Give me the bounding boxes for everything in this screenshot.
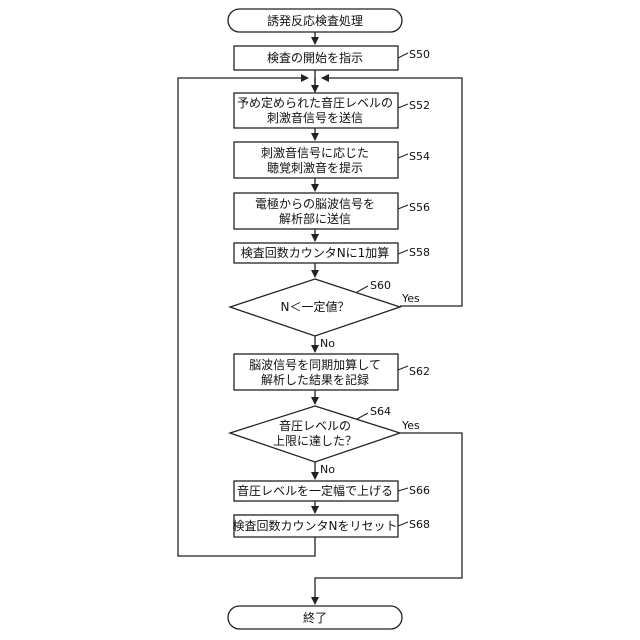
step-label-line2: 解析した結果を記録	[261, 372, 369, 387]
step-s62: 脳波信号を同期加算して 解析した結果を記録 S62	[234, 354, 430, 390]
start-terminator: 誘発反応検査処理	[228, 9, 402, 32]
end-terminator: 終了	[228, 606, 402, 629]
decision-yes-label: Yes	[401, 419, 420, 432]
step-leader	[398, 522, 408, 526]
step-leader	[398, 53, 408, 58]
step-leader	[398, 366, 408, 370]
decision-id: S60	[370, 279, 391, 292]
end-label: 終了	[303, 610, 327, 625]
decision-s60: N＜一定値？ S60 Yes No	[230, 279, 420, 350]
step-id: S52	[409, 99, 430, 112]
step-id: S58	[409, 246, 430, 259]
step-label-line2: 聴覚刺激音を提示	[267, 160, 363, 175]
step-id: S66	[409, 484, 430, 497]
step-id: S56	[409, 201, 430, 214]
step-s58: 検査回数カウンタNに1加算 S58	[234, 243, 430, 263]
step-label: 検査回数カウンタNに1加算	[241, 245, 390, 260]
step-label-line2: 刺激音信号を送信	[267, 110, 363, 125]
step-s54: 刺激音信号に応じた 聴覚刺激音を提示 S54	[234, 142, 430, 178]
step-s68: 検査回数カウンタNをリセット S68	[233, 515, 430, 537]
step-leader	[398, 154, 408, 158]
decision-no-label: No	[320, 337, 335, 350]
decision-s64: 音圧レベルの 上限に達した？ S64 Yes No	[230, 405, 420, 476]
step-label-line1: 電極からの脳波信号を	[255, 196, 375, 211]
decision-label: N＜一定値？	[281, 299, 350, 314]
step-label-line1: 予め定められた音圧レベルの	[237, 95, 393, 110]
step-leader	[398, 104, 408, 108]
decision-label-line2: 上限に達した？	[273, 434, 357, 448]
step-label-line1: 脳波信号を同期加算して	[249, 357, 381, 372]
step-leader	[398, 205, 408, 209]
step-s66: 音圧レベルを一定幅で上げる S66	[234, 481, 430, 501]
step-s52: 予め定められた音圧レベルの 刺激音信号を送信 S52	[234, 93, 430, 128]
step-s50: 検査の開始を指示 S50	[234, 46, 430, 70]
step-leader	[398, 488, 408, 491]
step-label-line2: 解析部に送信	[279, 211, 351, 226]
decision-no-label: No	[320, 463, 335, 476]
decision-id: S64	[370, 405, 391, 418]
step-label: 検査回数カウンタNをリセット	[233, 518, 398, 533]
decision-leader	[357, 286, 368, 292]
step-label-line1: 刺激音信号に応じた	[261, 145, 369, 160]
step-id: S62	[409, 365, 430, 378]
decision-leader	[357, 413, 368, 419]
start-label: 誘発反応検査処理	[267, 14, 363, 28]
step-label: 音圧レベルを一定幅で上げる	[237, 483, 393, 498]
decision-yes-label: Yes	[401, 292, 420, 305]
step-id: S54	[409, 150, 430, 163]
step-leader	[398, 250, 408, 254]
step-id: S50	[409, 48, 430, 61]
step-label: 検査の開始を指示	[267, 50, 363, 65]
decision-label-line1: 音圧レベルの	[279, 418, 351, 433]
step-id: S68	[409, 518, 430, 531]
step-s56: 電極からの脳波信号を 解析部に送信 S56	[234, 193, 430, 229]
